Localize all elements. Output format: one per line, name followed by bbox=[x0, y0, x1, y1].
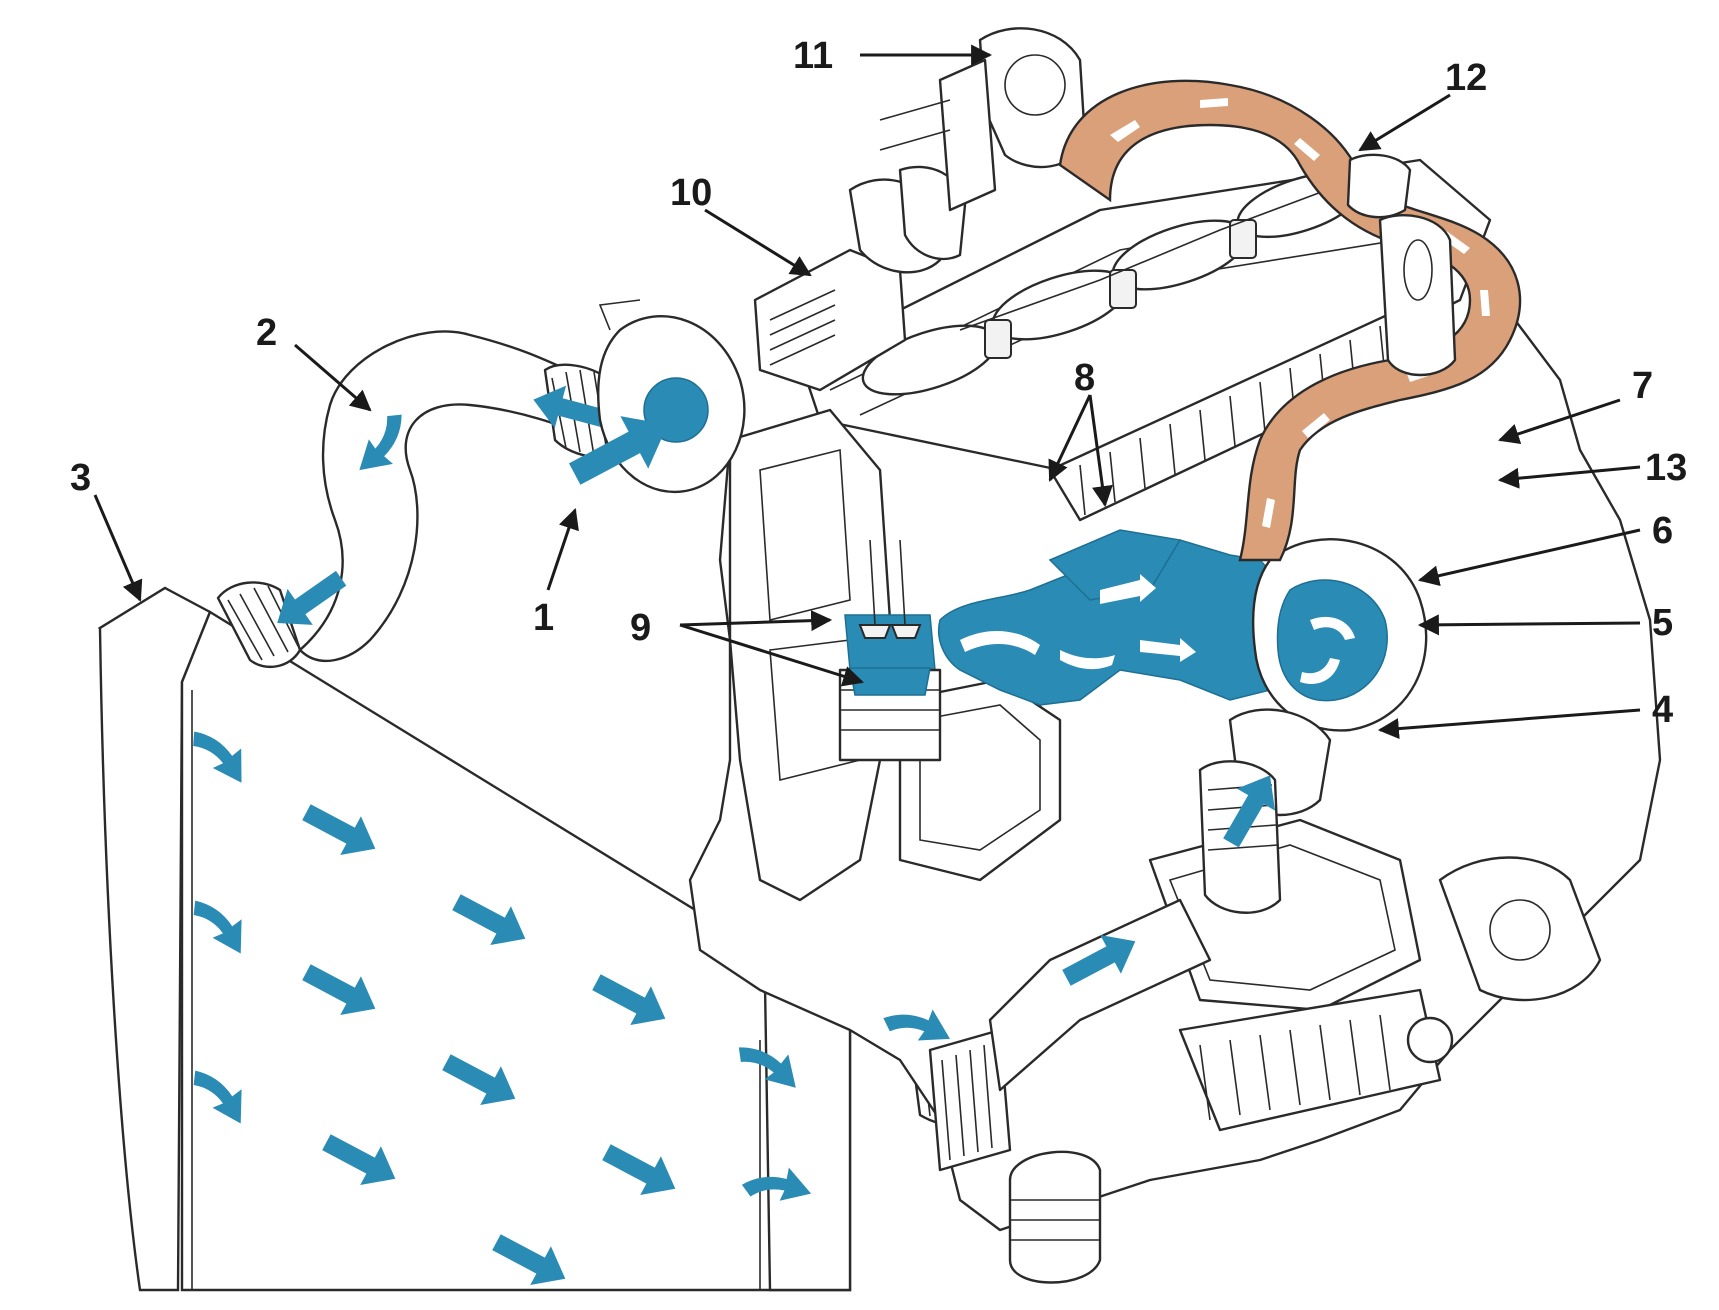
callout-12: 12 bbox=[1445, 57, 1487, 99]
callout-labels: 1 2 3 4 5 6 7 8 9 10 11 12 13 bbox=[70, 35, 1687, 731]
callout-9: 9 bbox=[630, 607, 651, 649]
egr-pipe bbox=[1058, 79, 1522, 562]
intercooler bbox=[97, 581, 1002, 1292]
turbine-housing bbox=[883, 538, 1428, 1092]
engine-block bbox=[688, 158, 1662, 1284]
callout-1: 1 bbox=[533, 597, 554, 639]
intake-manifold-flow bbox=[838, 529, 1291, 762]
callout-7: 7 bbox=[1632, 365, 1653, 407]
charge-air-hose bbox=[264, 330, 624, 663]
leader-lines bbox=[93, 44, 1641, 740]
callout-11: 11 bbox=[793, 35, 833, 77]
throttle-and-egr-module bbox=[753, 27, 1087, 392]
callout-2: 2 bbox=[256, 312, 277, 354]
callout-8: 8 bbox=[1074, 357, 1095, 399]
callout-13: 13 bbox=[1645, 447, 1687, 489]
callout-6: 6 bbox=[1652, 510, 1673, 552]
callout-3: 3 bbox=[70, 457, 91, 499]
callout-5: 5 bbox=[1652, 602, 1673, 644]
turbocharger-compressor bbox=[560, 299, 746, 501]
callout-10: 10 bbox=[670, 172, 712, 214]
callout-4: 4 bbox=[1652, 689, 1673, 731]
